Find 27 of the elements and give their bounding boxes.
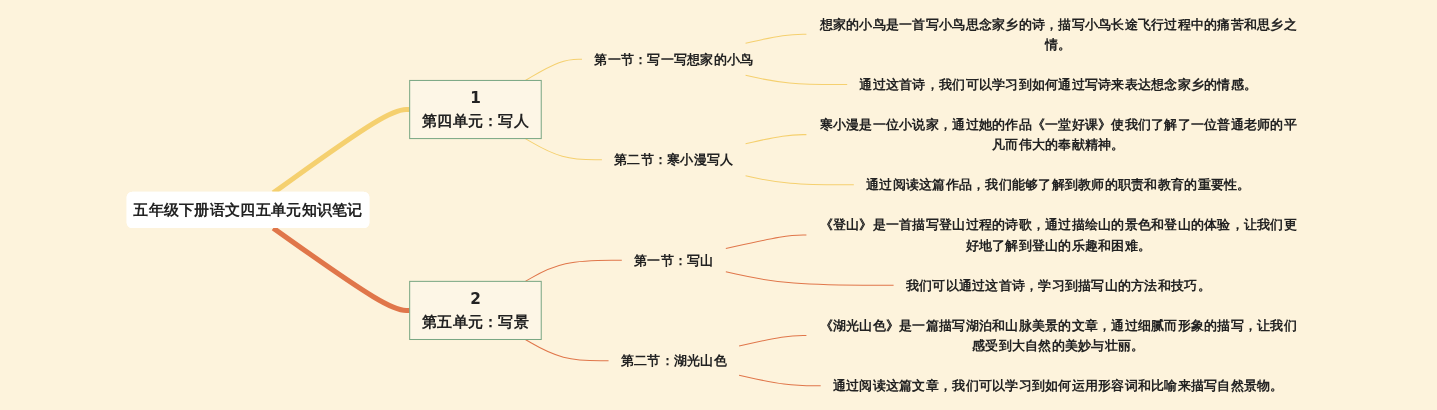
connector xyxy=(744,134,807,145)
node-text: 想家的小鸟是一首写小鸟思念家乡的诗，描写小鸟长途飞行过程中的痛苦和思乡之情。 xyxy=(819,16,1297,52)
connector xyxy=(738,335,807,347)
connector xyxy=(524,259,623,282)
node-text: 通过阅读这篇文章，我们可以学习到如何运用形容词和比喻来描写自然景物。 xyxy=(832,377,1284,394)
connector xyxy=(271,226,410,313)
connector xyxy=(744,74,848,85)
node-text: 第二节：寒小漫写人 xyxy=(613,151,734,168)
connector xyxy=(725,234,807,250)
connector xyxy=(524,339,609,362)
node-box: 1 第四单元：写人 xyxy=(408,79,542,140)
connector xyxy=(744,33,807,44)
node-text: 《登山》是一首描写登山过程的诗歌，通过描绘山的景色和登山的体验，让我们更好地了解到登山的乐趣和困难。 xyxy=(819,217,1297,253)
node-text: 通过这首诗，我们可以学习到如何通过写诗来表达想念家乡的情感。 xyxy=(859,76,1257,92)
node-text: 第一节：写山 xyxy=(633,252,714,268)
node-box: 2 第五单元：写景 xyxy=(408,280,542,340)
connector xyxy=(524,58,583,81)
node-text: 寒小漫是一位小说家，通过她的作品《一堂好课》使我们了解了一位普通老师的平凡而伟大的奉献精神。 xyxy=(819,116,1297,152)
node-text: 第二节：湖光山色 xyxy=(620,352,727,369)
node-text: 我们可以通过这首诗，学习到描写山的方法和技巧。 xyxy=(905,277,1211,293)
node-text: 《湖光山色》是一篇描写湖泊和山脉美景的文章，通过细腻而形象的描写，让我们感受到大自然的美妙与壮丽。 xyxy=(819,317,1297,353)
connector xyxy=(738,374,821,387)
node-text: 通过阅读这篇作品，我们能够了解到教师的职责和教育的重要性。 xyxy=(865,176,1251,193)
connector xyxy=(524,138,603,161)
connector xyxy=(744,175,855,186)
connector xyxy=(725,271,894,286)
node-text: 第一节：写一写想家的小鸟 xyxy=(594,51,754,67)
